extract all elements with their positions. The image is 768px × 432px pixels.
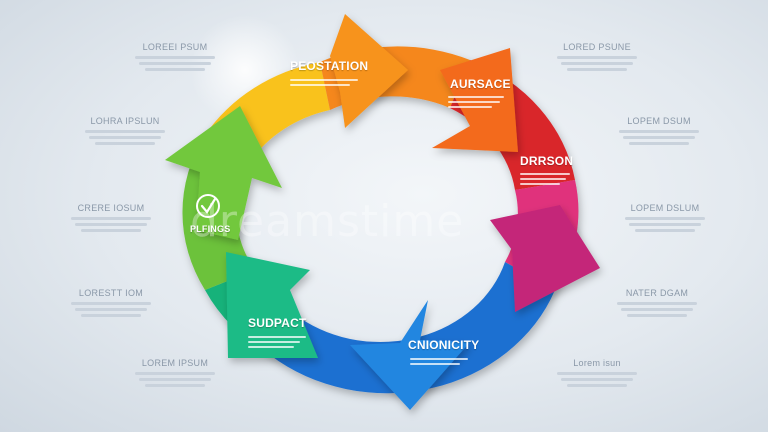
side-label-right-2: LOPEM DSUM xyxy=(584,116,734,148)
segment-text-bottom xyxy=(410,355,474,368)
segment-title-top: PEOSTATION xyxy=(290,59,369,73)
side-label-title: NATER DGAM xyxy=(625,288,689,298)
segment-text-upper-right xyxy=(448,93,508,111)
side-label-left-3: CRERE IOSUM xyxy=(36,203,186,235)
segment-text-right xyxy=(520,170,575,188)
side-label-title: LORED PSUNE xyxy=(563,42,631,52)
arrow-head-orange xyxy=(330,14,408,128)
side-label-title: LOPEM DSLUM xyxy=(630,203,700,213)
arrow-head-blue xyxy=(350,300,470,410)
side-label-title: LOREEI PSUM xyxy=(142,42,208,52)
side-label-left-2: LOHRA IPSLUN xyxy=(50,116,200,148)
arrow-head-red xyxy=(432,48,518,152)
segment-title-bottom: CNIONICITY xyxy=(408,338,480,352)
side-label-right-3: LOPEM DSLUM xyxy=(590,203,740,235)
side-label-right-1: LORED PSUNE xyxy=(522,42,672,74)
arrow-head-teal xyxy=(226,252,318,358)
side-label-right-5: Lorem isun xyxy=(522,358,672,390)
arrow-head-green xyxy=(165,106,282,240)
side-label-title: Lorem isun xyxy=(573,358,621,368)
segment-title-upper-right: AURSACE xyxy=(450,77,511,91)
side-label-left-5: LOREM IPSUM xyxy=(100,358,250,390)
segment-title-right: DRRSON xyxy=(520,154,574,168)
side-label-title: LOREM IPSUM xyxy=(141,358,209,368)
segment-title-lower-left: SUDPACT xyxy=(248,316,307,330)
side-label-title: LOHRA IPSLUN xyxy=(90,116,160,126)
segment-title-left: PLFINGS xyxy=(190,224,231,234)
arrow-head-magenta xyxy=(490,205,600,312)
watermark: dreamstime xyxy=(190,196,465,247)
side-label-title: LOPEM DSUM xyxy=(627,116,691,126)
side-label-right-4: NATER DGAM xyxy=(582,288,732,320)
ring-segment-blue xyxy=(270,262,555,394)
check-icon xyxy=(196,194,220,218)
segment-text-lower-left xyxy=(248,333,308,351)
side-label-left-4: LORESTT IOM xyxy=(36,288,186,320)
side-label-left-1: LOREEI PSUM xyxy=(100,42,250,74)
segment-text-top xyxy=(290,76,360,89)
side-label-title: CRERE IOSUM xyxy=(77,203,145,213)
side-label-title: LORESTT IOM xyxy=(78,288,144,298)
